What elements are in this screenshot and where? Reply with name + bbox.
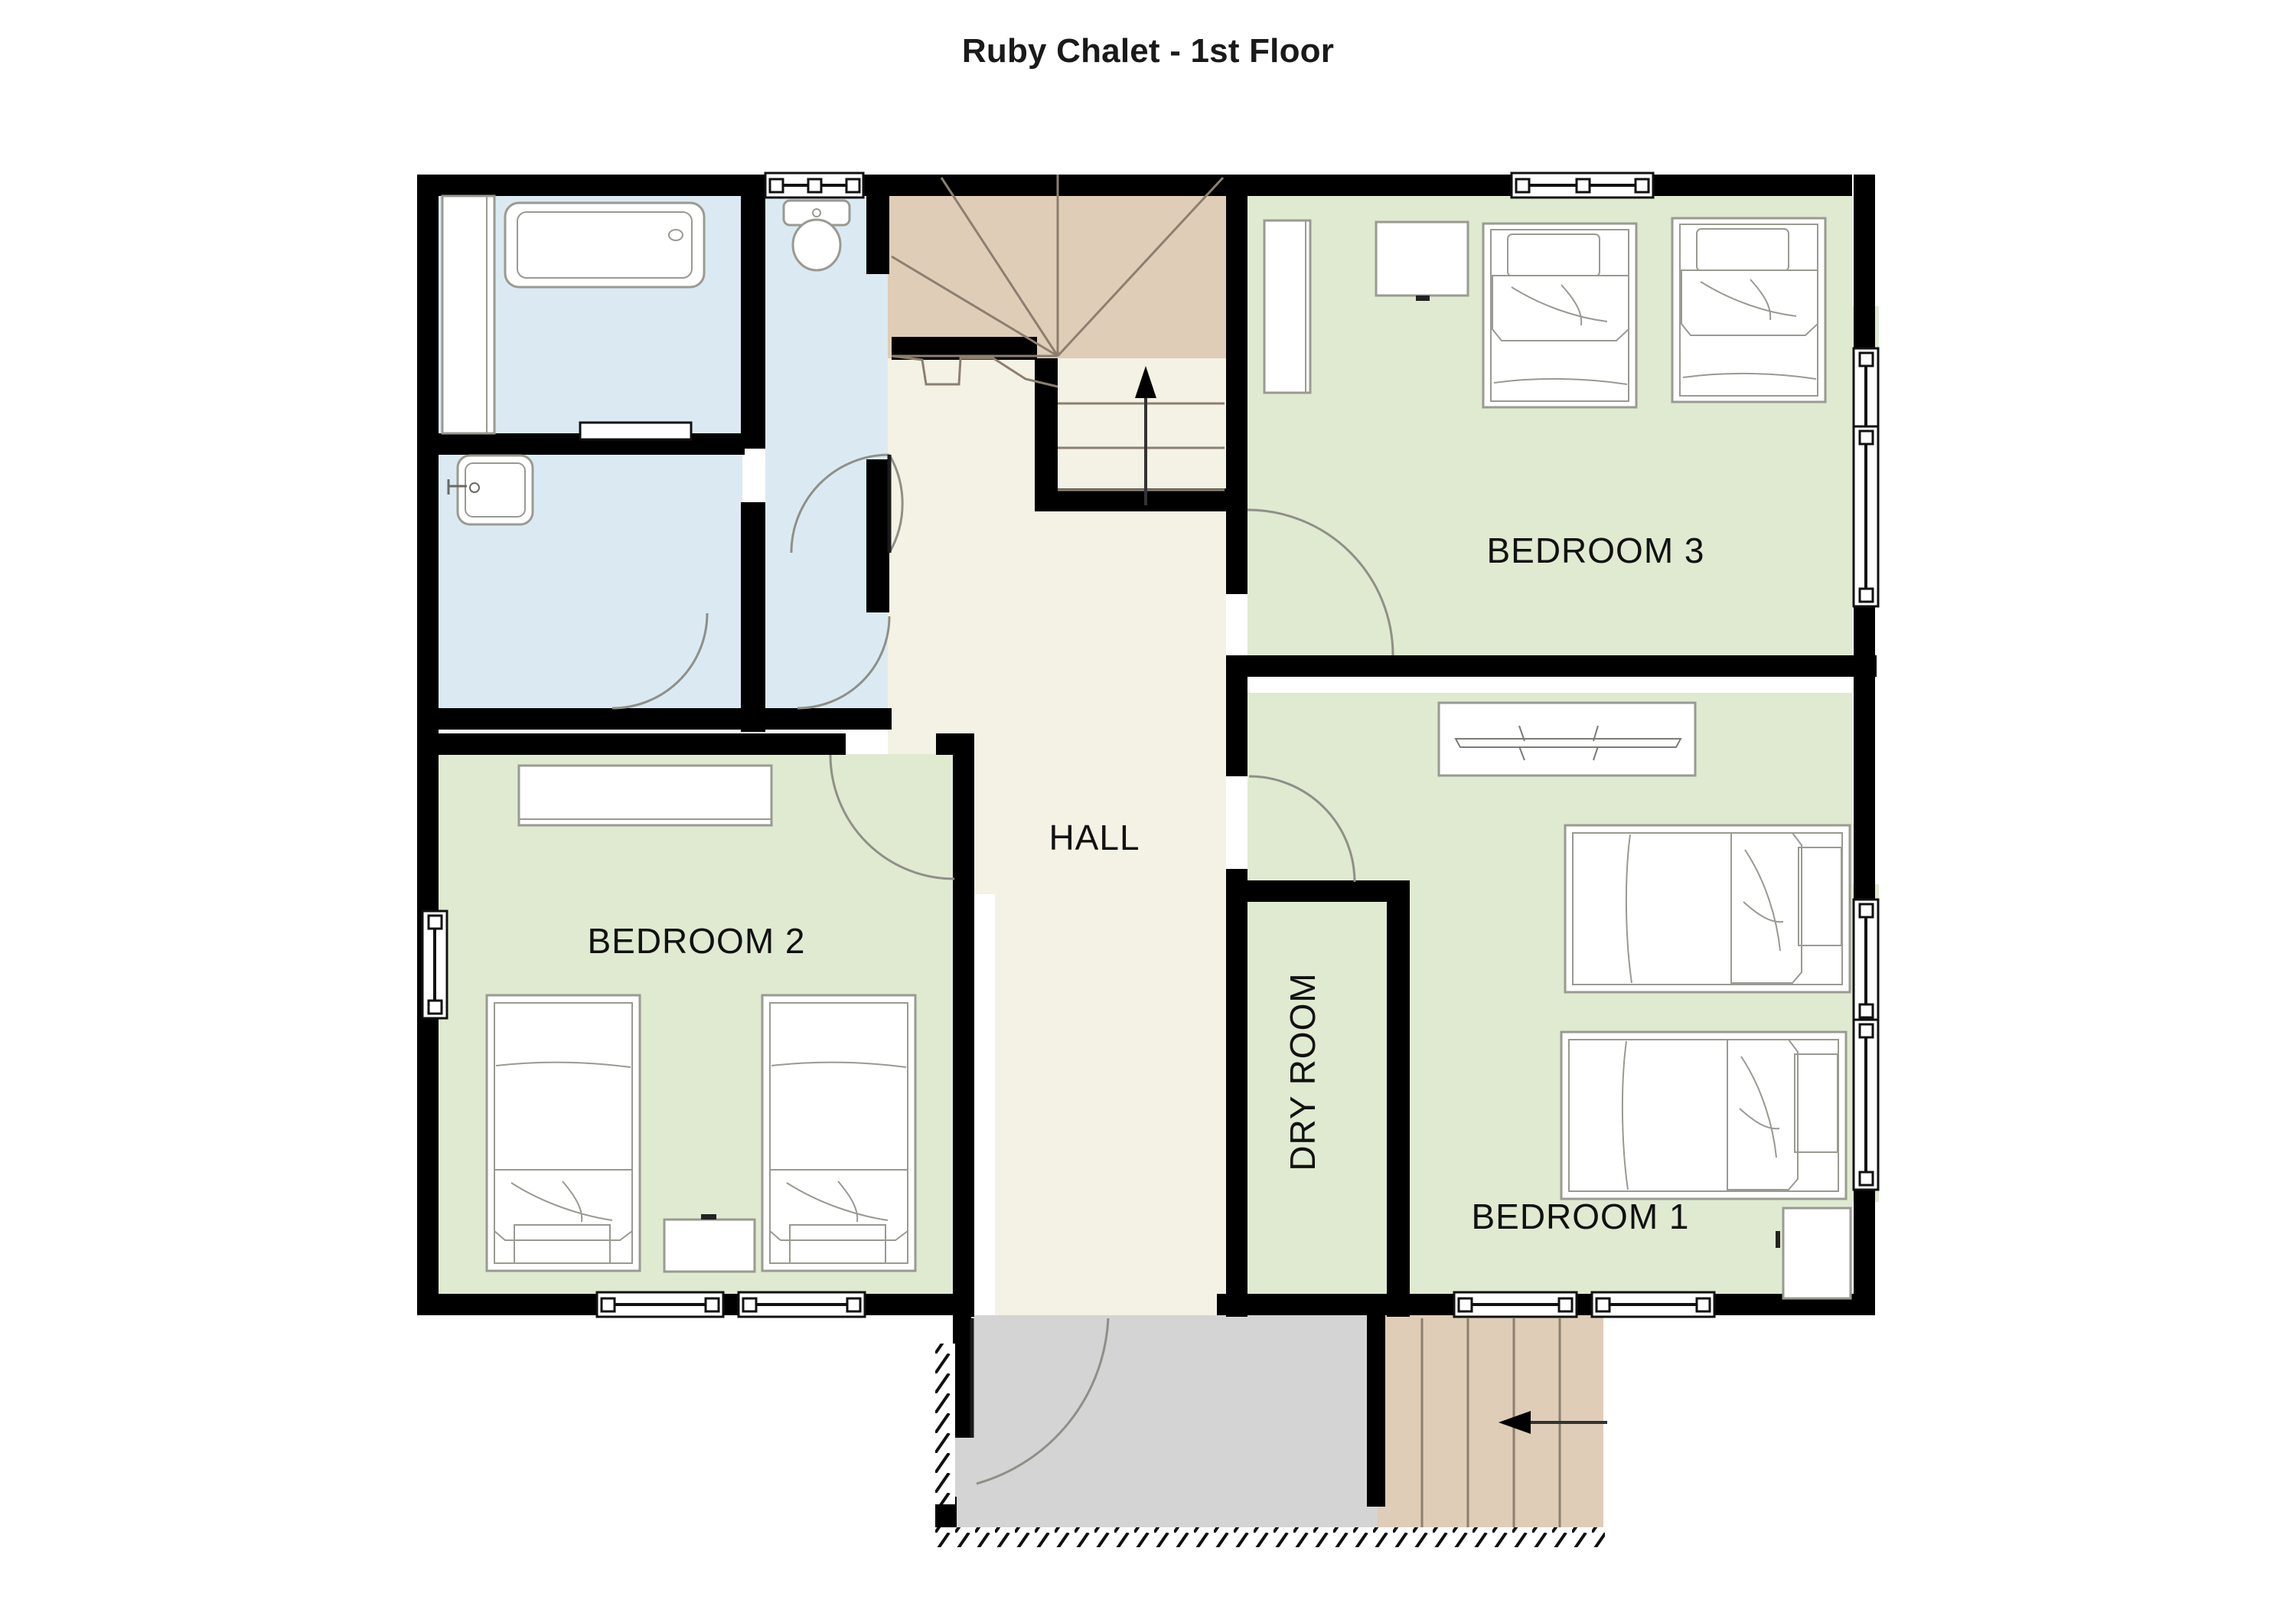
nightstand-1 — [1776, 1207, 1852, 1300]
room-labels: BEDROOM 3 BEDROOM 1 BEDROOM 2 HALL DRY R… — [587, 531, 1704, 1236]
bed-2b — [761, 994, 917, 1272]
door-swings — [612, 453, 1394, 1485]
wall-porch-left — [953, 1315, 971, 1438]
door-bedroom-2 — [829, 754, 955, 880]
window-bedroom1-right-upper — [1852, 898, 1880, 1024]
stair-up-arrow-icon — [1135, 366, 1156, 505]
window-bedroom2-left — [421, 909, 448, 1020]
page-title: Ruby Chalet - 1st Floor — [961, 32, 1335, 70]
label-dry-room: DRY ROOM — [1283, 972, 1322, 1171]
window-bedroom2-bottom-right — [737, 1291, 866, 1318]
bed-2a — [485, 994, 641, 1272]
wall-bedroom2-top — [417, 733, 846, 755]
wall-bath-bottom — [439, 708, 745, 730]
closet-bath — [441, 194, 496, 435]
window-bedroom1-right-lower — [1852, 1018, 1880, 1191]
window-bedroom3-right-lower — [1852, 425, 1880, 608]
entry-step-arrow-icon — [1499, 1411, 1607, 1434]
wall-hall-right-mid — [1226, 677, 1247, 776]
door-leaves — [887, 455, 974, 1438]
label-hall: HALL — [1049, 818, 1140, 857]
sink — [447, 454, 534, 526]
bed-1a — [1564, 824, 1851, 994]
wall-dry-room-top — [1247, 880, 1410, 902]
nightstand-2 — [663, 1214, 756, 1273]
wall-wc-bottom — [765, 708, 892, 730]
wall-pier-hall — [872, 708, 892, 730]
window-bedroom1-bottom-right — [1590, 1291, 1716, 1318]
door-wc-hall — [888, 454, 904, 554]
label-bedroom-3: BEDROOM 3 — [1486, 531, 1704, 570]
wall-bath-right — [741, 196, 765, 449]
wall-wc-right-lower — [866, 459, 889, 612]
wall-dry-room-right — [1387, 880, 1410, 1317]
wall-bedroom2-top-right — [936, 733, 974, 755]
wall-porch-right — [1367, 1315, 1385, 1507]
wall-bedroom3-bottom — [1226, 655, 1877, 677]
label-bedroom-1: BEDROOM 1 — [1471, 1197, 1689, 1236]
window-bedroom3-top — [1510, 171, 1655, 199]
desk-1 — [1437, 701, 1697, 777]
wall-bath-right-lower — [741, 502, 765, 732]
door-bedroom-1 — [1248, 775, 1356, 883]
door-bathroom — [612, 612, 709, 710]
wall-stair-left — [866, 175, 889, 274]
bath-ledge — [579, 421, 693, 441]
bed-3a — [1482, 222, 1638, 409]
wall-stair-right — [1226, 175, 1247, 511]
stair-treads — [891, 175, 1225, 505]
bed-1b — [1560, 1030, 1848, 1200]
wardrobe-2 — [517, 764, 773, 827]
entry-step-treads — [1420, 1318, 1607, 1527]
door-entrance — [976, 1318, 1110, 1485]
windows — [421, 171, 1880, 1318]
dresser-3 — [1375, 220, 1469, 301]
wall-stair-bottom — [1035, 488, 1226, 511]
bathtub — [504, 201, 706, 289]
ground-hatching — [935, 1344, 1605, 1547]
bed-3b — [1671, 217, 1827, 403]
window-bedroom2-bottom-left — [595, 1291, 725, 1318]
door-wc — [797, 616, 891, 710]
fixtures — [441, 194, 1852, 1300]
room-porch — [953, 1315, 1378, 1530]
wall-hall-right-upper — [1226, 502, 1247, 594]
wall-bedroom2-right-lower — [953, 869, 974, 1317]
toilet — [782, 199, 851, 272]
wall-hall-right-lower — [1226, 869, 1247, 1317]
window-wc-top — [764, 171, 865, 199]
label-bedroom-2: BEDROOM 2 — [587, 921, 805, 961]
wardrobe-3 — [1263, 219, 1312, 394]
door-bedroom-3 — [1247, 508, 1394, 656]
window-bedroom1-bottom-left — [1453, 1291, 1578, 1318]
wall-bedroom2-right-upper — [953, 754, 974, 869]
